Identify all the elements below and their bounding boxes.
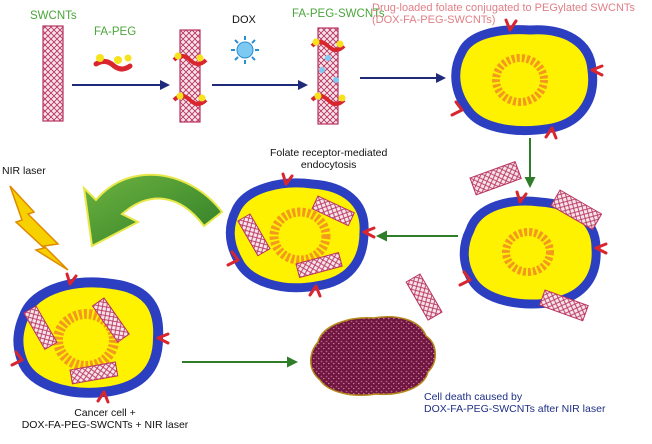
label-swcnts: SWCNTs	[30, 10, 77, 22]
label-drug-loaded-line1: Drug-loaded folate conjugated to PEGylat…	[372, 2, 635, 14]
label-endocytosis-line2: endocytosis	[300, 158, 357, 171]
dox-molecule-icon	[231, 36, 259, 64]
label-cancer-cell: Cancer cell + DOX-FA-PEG-SWCNTs + NIR la…	[20, 407, 190, 432]
label-nir-laser: NIR laser	[2, 165, 46, 177]
curved-arrow	[82, 173, 224, 248]
label-drug-loaded-line2: (DOX-FA-PEG-SWCNTs)	[372, 14, 496, 27]
label-cancer-cell-line2: DOX-FA-PEG-SWCNTs + NIR laser	[21, 418, 189, 431]
dox-fa-peg-swcnt	[310, 27, 346, 125]
label-cell-death: Cell death caused by DOX-FA-PEG-SWCNTs a…	[424, 391, 606, 416]
label-cell-death-line2: DOX-FA-PEG-SWCNTs after NIR laser	[424, 402, 606, 415]
label-cancer-cell-line1: Cancer cell +	[74, 407, 136, 419]
dead-cell	[310, 316, 436, 396]
cell-4	[10, 272, 170, 404]
label-dox: DOX	[232, 14, 256, 26]
nir-laser-bolt-icon	[9, 185, 69, 271]
cell-1	[450, 18, 604, 140]
swcnt-nanotube	[42, 25, 64, 122]
cell-3	[225, 172, 376, 298]
fa-peg-swcnt	[172, 29, 208, 123]
label-cell-death-line1: Cell death caused by	[424, 391, 523, 403]
cell-2	[405, 160, 608, 322]
label-endocytosis-line1: Folate receptor-mediated	[270, 147, 388, 159]
fa-peg-molecule	[93, 54, 133, 72]
label-endocytosis: Folate receptor-mediated endocytosis	[270, 147, 388, 172]
label-fa-peg-swcnts: FA-PEG-SWCNTs	[292, 8, 385, 20]
label-drug-loaded: Drug-loaded folate conjugated to PEGylat…	[372, 2, 635, 27]
label-fa-peg: FA-PEG	[94, 26, 137, 38]
